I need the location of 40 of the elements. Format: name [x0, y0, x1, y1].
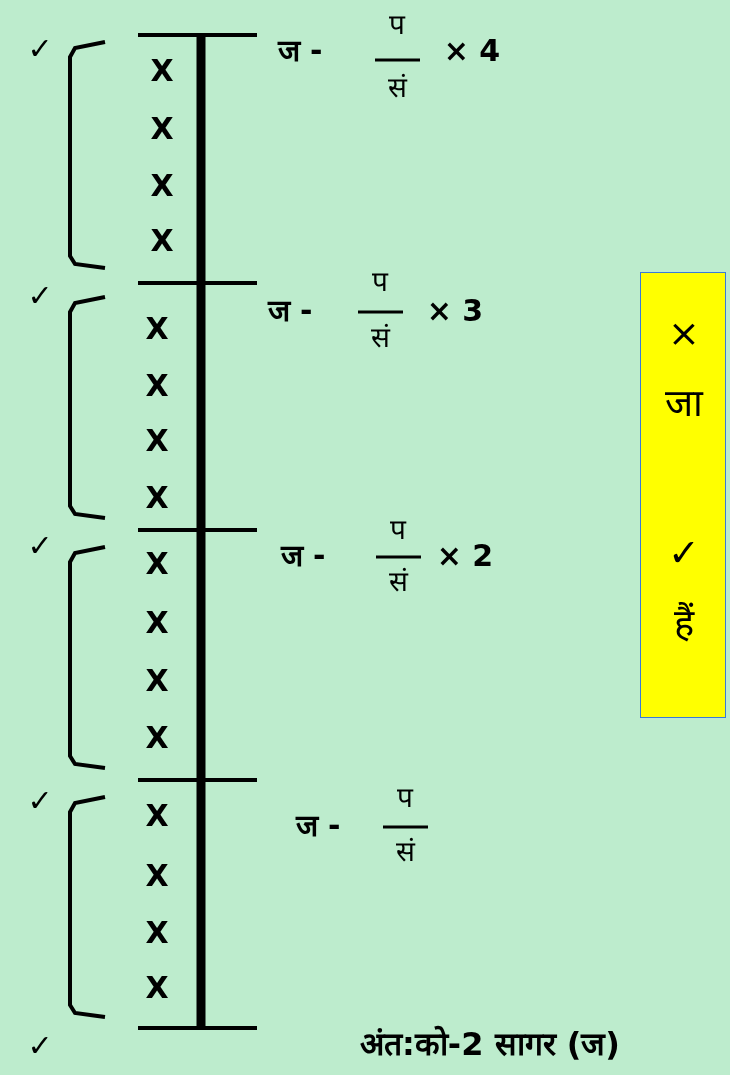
check-mark: ✓ — [27, 528, 53, 562]
cross-mark: X — [145, 423, 169, 457]
denominator: सं — [370, 322, 390, 354]
numerator: प — [389, 9, 405, 41]
cross-mark: X — [145, 368, 169, 402]
multiplier: × 4 — [443, 33, 501, 67]
numerator: प — [372, 266, 388, 298]
check-mark: ✓ — [27, 783, 53, 817]
formula-term: ज - — [295, 808, 341, 842]
numerator: प — [397, 782, 413, 814]
cross-mark: X — [145, 720, 169, 754]
cross-mark: X — [150, 168, 174, 202]
cross-mark: X — [145, 970, 169, 1004]
check-mark: ✓ — [27, 1028, 53, 1062]
cross-mark: X — [145, 663, 169, 697]
cross-mark: X — [145, 605, 169, 639]
note-box — [640, 272, 726, 718]
range-label: अंत:को-2 सागर (ज) — [360, 1027, 620, 1063]
check-mark: ✓ — [27, 278, 53, 312]
note-text: × जा — [664, 310, 705, 427]
numerator: प — [390, 514, 406, 546]
multiplier: × 2 — [436, 538, 494, 572]
check-mark: ✓ — [27, 31, 53, 65]
cross-mark: X — [145, 311, 169, 345]
cross-mark: X — [150, 111, 174, 145]
cross-mark: X — [145, 858, 169, 892]
formula-term: ज - — [267, 293, 313, 327]
cross-mark: X — [150, 223, 174, 257]
cross-mark: X — [145, 546, 169, 580]
cross-mark: X — [145, 480, 169, 514]
formula-term: ज - — [277, 33, 323, 67]
denominator: सं — [395, 836, 415, 868]
denominator: सं — [387, 72, 407, 104]
cross-mark: X — [145, 798, 169, 832]
multiplier: × 3 — [426, 293, 484, 327]
cross-mark: X — [150, 53, 174, 87]
denominator: सं — [388, 566, 408, 598]
cross-mark: X — [145, 915, 169, 949]
note-text: ✓ हैं — [667, 530, 701, 647]
formula-term: ज - — [280, 538, 326, 572]
